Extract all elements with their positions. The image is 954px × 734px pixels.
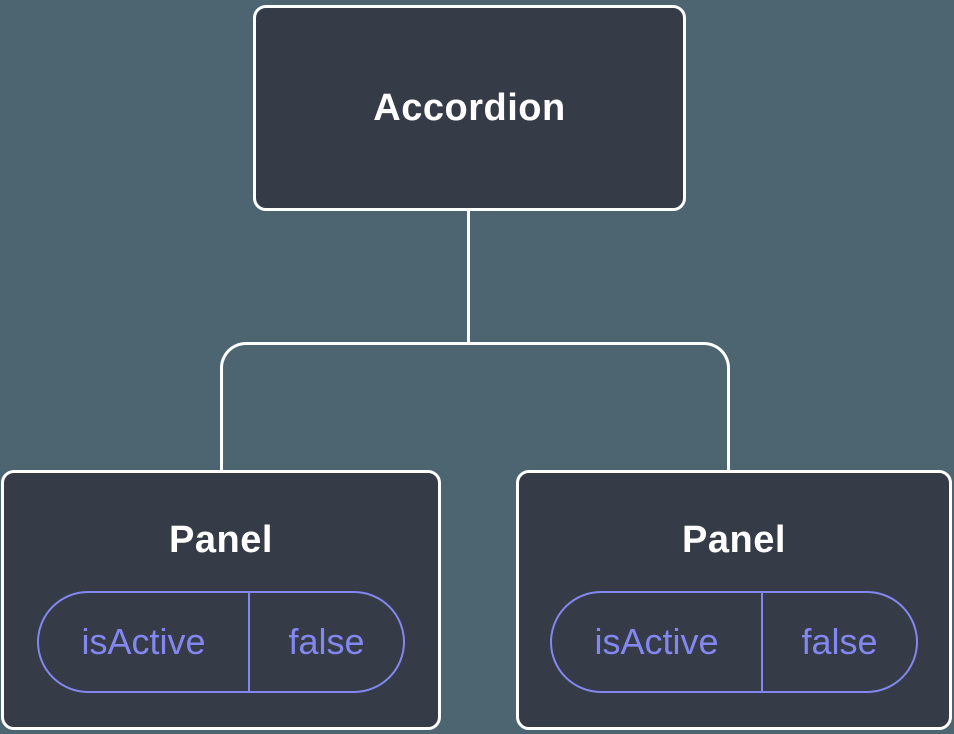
node-label: Panel (169, 519, 273, 561)
node-label: Panel (682, 519, 786, 561)
connector-branch (220, 342, 730, 470)
tree-node-accordion: Accordion (253, 5, 686, 211)
state-badge: isActive false (37, 591, 405, 693)
tree-node-panel-left: Panel isActive false (1, 470, 441, 730)
state-key: isActive (552, 593, 764, 691)
state-key: isActive (39, 593, 251, 691)
state-value: false (288, 621, 365, 662)
tree-node-panel-right: Panel isActive false (516, 470, 952, 730)
node-label: Accordion (373, 86, 566, 129)
state-badge: isActive false (550, 591, 918, 693)
connector-stem (467, 209, 470, 345)
state-value: false (801, 621, 878, 662)
